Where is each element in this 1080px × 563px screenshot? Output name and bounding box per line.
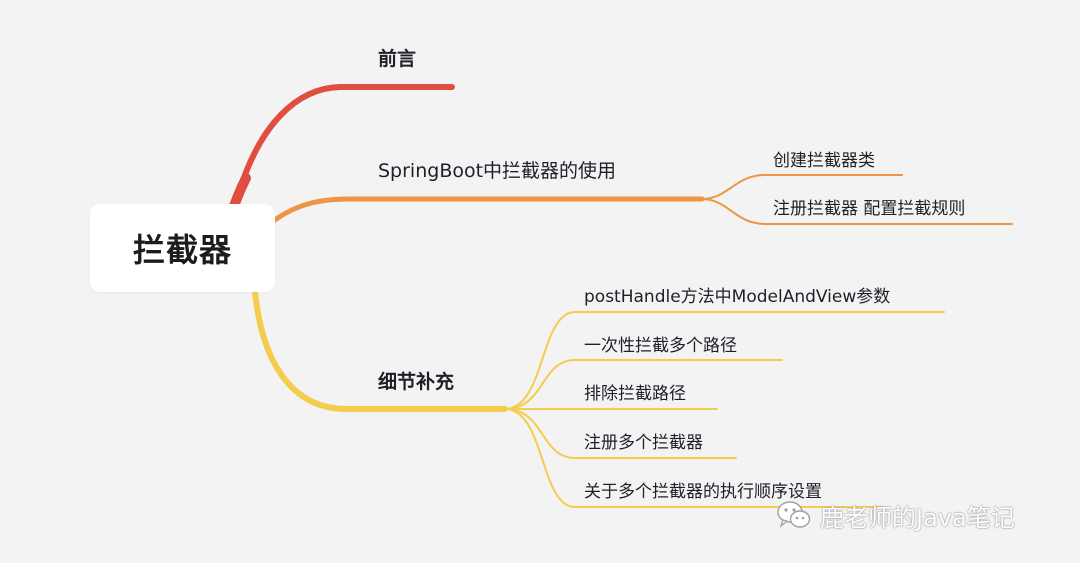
connector-branch-preface [232,84,455,209]
leaf-label-create-class[interactable]: 创建拦截器类 [773,151,875,171]
connector-branch-details [252,289,508,412]
leaf-label-exclude[interactable]: 排除拦截路径 [584,384,686,404]
connector-leaf-register-rules [701,198,1013,225]
watermark-text: 鹿老师的Java笔记 [820,503,1015,532]
connector-leaf-posthandle [504,311,945,410]
leaf-label-register-rules[interactable]: 注册拦截器 配置拦截规则 [773,199,966,219]
connector-branch-springboot [272,196,705,223]
leaf-label-order[interactable]: 关于多个拦截器的执行顺序设置 [584,482,822,502]
watermark: 鹿老师的Java笔记 [776,497,1015,533]
connector-leaf-multi-path [504,359,783,410]
leaf-label-posthandle[interactable]: postHandle方法中ModelAndView参数 [584,287,891,307]
root-node[interactable]: 拦截器 [90,204,275,292]
connector-leaf-order [504,408,883,508]
connector-leaf-create-class [701,174,903,200]
leaf-label-multi-interceptor[interactable]: 注册多个拦截器 [584,433,703,453]
connector-leaf-multi-interceptor [504,408,737,459]
branch-label-details[interactable]: 细节补充 [378,371,455,393]
leaf-label-multi-path[interactable]: 一次性拦截多个路径 [584,336,737,356]
branch-label-preface[interactable]: 前言 [378,48,417,70]
root-node-label: 拦截器 [132,231,232,269]
branch-label-springboot[interactable]: SpringBoot中拦截器的使用 [378,160,617,182]
wechat-icon [777,501,811,528]
